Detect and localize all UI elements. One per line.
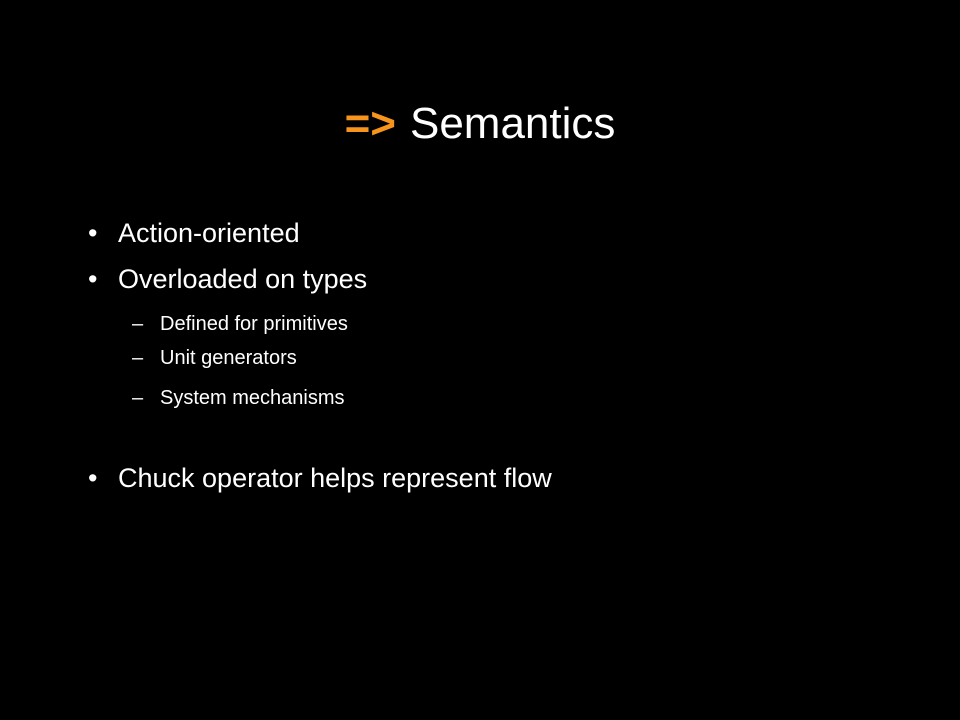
sub-item-text: Defined for primitives [160, 313, 348, 335]
bullet-text: Overloaded on types [118, 264, 368, 294]
bullet-text: Chuck operator helps represent flow [118, 463, 552, 493]
sub-item-system-mechanisms: –System mechanisms [132, 385, 345, 411]
slide-title-text: Semantics [409, 99, 616, 148]
bullet-item-chuck-operator: • Chuck operator helps represent flow [88, 461, 552, 495]
sub-item-text: System mechanisms [160, 387, 345, 409]
sub-item-defined-for-primitives: –Defined for primitives [132, 311, 348, 337]
sub-item-unit-generators: –Unit generators [132, 345, 297, 371]
dash-icon: – [132, 347, 144, 369]
slide-title: => Semantics [0, 94, 960, 154]
dash-icon: – [132, 387, 144, 409]
bullet-text: Action-oriented [118, 218, 300, 248]
bullet-item-action-oriented: • Action-oriented [88, 216, 300, 250]
bullet-icon: • [88, 218, 98, 248]
bullet-item-overloaded-on-types: • Overloaded on types [88, 262, 367, 296]
dash-icon: – [132, 313, 144, 335]
chuck-operator-glyph: => [344, 99, 396, 148]
bullet-icon: • [88, 264, 98, 294]
bullet-icon: • [88, 463, 98, 493]
sub-item-text: Unit generators [160, 347, 297, 369]
